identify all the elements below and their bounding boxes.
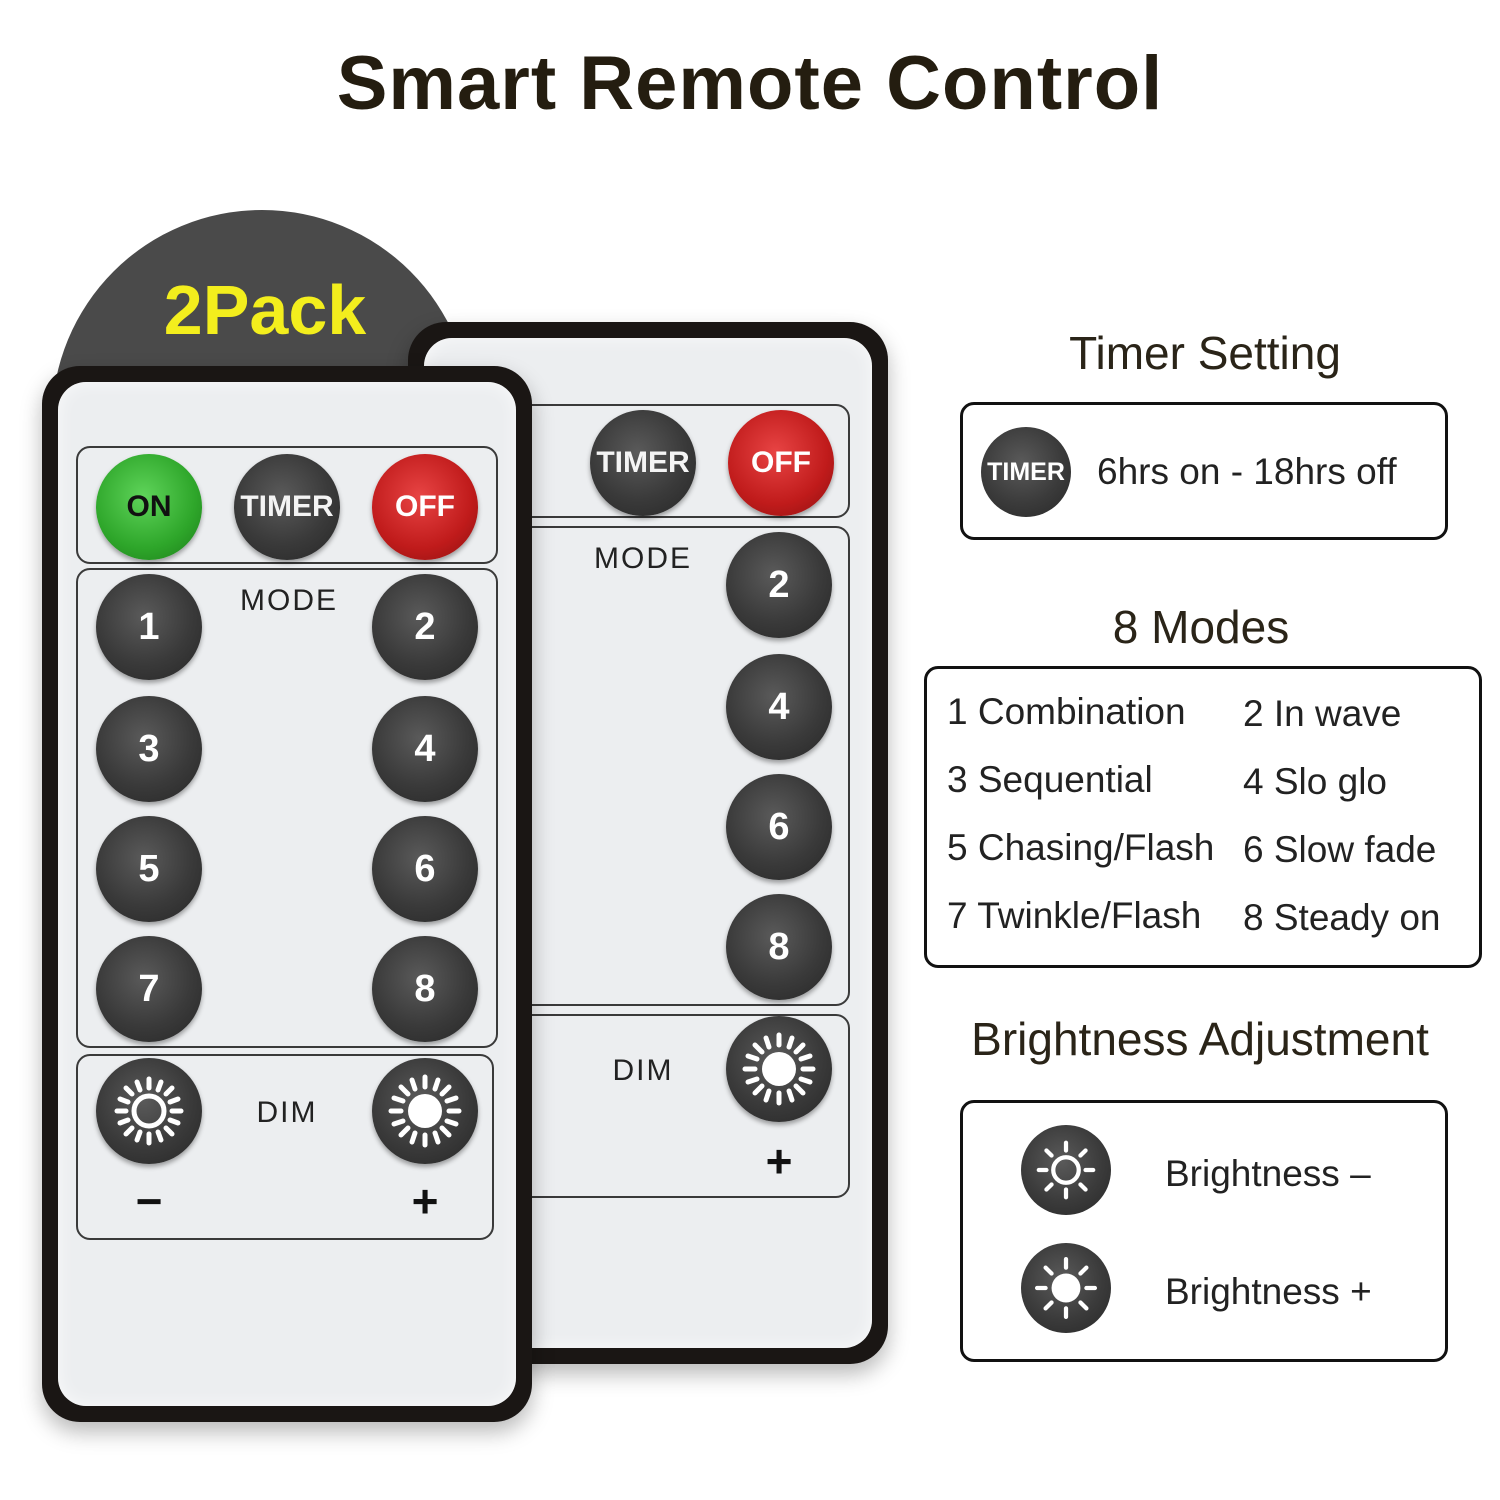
- brightness-heading: Brightness Adjustment: [971, 1013, 1429, 1065]
- mode-4-button[interactable]: 4: [372, 696, 478, 802]
- pack-label: 2Pack: [163, 271, 367, 349]
- timer-heading: Timer Setting: [1069, 327, 1341, 379]
- modes-heading: 8 Modes: [1112, 601, 1290, 653]
- brightness-panel: Brightness – Brightness +: [960, 1100, 1448, 1362]
- timer-panel: TIMER 6hrs on - 18hrs off: [960, 402, 1448, 540]
- mode-item: 2 In wave: [1243, 693, 1402, 734]
- brightness-minus-text: Brightness –: [1165, 1153, 1371, 1194]
- timer-button[interactable]: TIMER: [234, 454, 340, 560]
- mode-4-button[interactable]: 4: [726, 654, 832, 760]
- mode-item: 1 Combination: [947, 691, 1186, 732]
- mode-3-button[interactable]: 3: [96, 696, 202, 802]
- mode-item: 6 Slow fade: [1243, 829, 1437, 870]
- sun-full-icon: [388, 1074, 462, 1148]
- mode-panel: [76, 568, 498, 1048]
- timer-button[interactable]: TIMER: [590, 410, 696, 516]
- mode-1-button[interactable]: 1: [96, 574, 202, 680]
- mode-2-button[interactable]: 2: [726, 532, 832, 638]
- mode-label: MODE: [240, 584, 338, 617]
- mode-8-button[interactable]: 8: [726, 894, 832, 1000]
- page-title: Smart Remote Control: [336, 41, 1164, 126]
- mode-item: 7 Twinkle/Flash: [947, 895, 1202, 936]
- sun-full-icon: [1034, 1256, 1098, 1320]
- mode-7-button[interactable]: 7: [96, 936, 202, 1042]
- mode-item: 4 Slo glo: [1243, 761, 1387, 802]
- mode-6-button[interactable]: 6: [726, 774, 832, 880]
- mode-8-button[interactable]: 8: [372, 936, 478, 1042]
- mode-item: 5 Chasing/Flash: [947, 827, 1215, 868]
- mode-label: MODE: [594, 542, 692, 575]
- off-button[interactable]: OFF: [372, 454, 478, 560]
- mode-6-button[interactable]: 6: [372, 816, 478, 922]
- minus-sign: −: [135, 1175, 163, 1227]
- brightness-plus-text: Brightness +: [1165, 1271, 1372, 1312]
- power-row: [76, 446, 498, 564]
- plus-sign: +: [411, 1175, 439, 1227]
- dim-panel: [76, 1054, 494, 1240]
- timer-text: 6hrs on - 18hrs off: [1097, 451, 1397, 492]
- brightness-down-button[interactable]: [96, 1058, 202, 1164]
- remote-front: ON TIMER OFF MODE 1 2 3 4 5 6 7 8 DIM: [42, 366, 532, 1422]
- brightness-up-icon: [1021, 1243, 1111, 1333]
- brightness-down-icon: [1021, 1125, 1111, 1215]
- mode-item: 8 Steady on: [1243, 897, 1441, 938]
- mode-item: 3 Sequential: [947, 759, 1153, 800]
- mode-2-button[interactable]: 2: [372, 574, 478, 680]
- dim-label: DIM: [612, 1054, 674, 1087]
- modes-panel: 1 Combination 2 In wave 3 Sequential 4 S…: [924, 666, 1482, 968]
- plus-sign: +: [765, 1135, 793, 1187]
- sun-outline-icon: [1036, 1140, 1096, 1200]
- dim-label: DIM: [256, 1096, 318, 1129]
- brightness-up-button[interactable]: [372, 1058, 478, 1164]
- timer-button-icon: TIMER: [981, 427, 1071, 517]
- sun-outline-icon: [114, 1076, 184, 1146]
- brightness-up-button[interactable]: [726, 1016, 832, 1122]
- off-button[interactable]: OFF: [728, 410, 834, 516]
- mode-5-button[interactable]: 5: [96, 816, 202, 922]
- on-button[interactable]: ON: [96, 454, 202, 560]
- sun-full-icon: [742, 1032, 816, 1106]
